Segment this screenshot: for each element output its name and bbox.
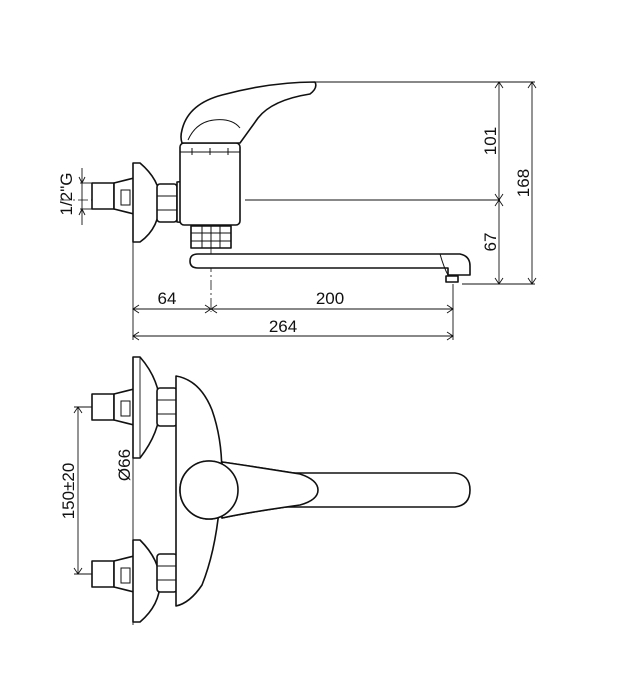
dim-rosette-diameter: Ø66 (115, 449, 134, 481)
lower-inlet-connector (91, 539, 178, 623)
aerator (445, 275, 459, 283)
dim-thread-size: 1/2"G (57, 173, 76, 216)
dim-spout-height: 67 (481, 233, 500, 252)
dim-total-height: 168 (514, 169, 533, 197)
front-view: Ø66 150±20 (59, 356, 471, 625)
wall-rosette (132, 162, 161, 243)
side-view: 101 168 67 1/2"G 64 200 264 (57, 81, 537, 341)
vertical-dimensions (245, 81, 537, 285)
lever-handle (180, 81, 317, 144)
inlet-spacing-dimension (73, 406, 92, 575)
dim-wall-to-axis: 64 (158, 289, 177, 308)
dim-spout-reach: 200 (316, 289, 344, 308)
inlet-connector (91, 177, 135, 215)
dim-inlet-spacing: 150±20 (59, 463, 78, 520)
thread-dimension (78, 168, 92, 225)
union-nut (156, 183, 178, 223)
swivel-nut (190, 225, 232, 249)
dim-total-reach: 264 (269, 317, 297, 336)
spout (189, 253, 471, 276)
upper-inlet-connector (91, 356, 178, 459)
rosette-diameter-dimension (132, 357, 141, 625)
dim-handle-height: 101 (481, 127, 500, 155)
horizontal-dimensions (132, 242, 454, 341)
cartridge-housing (179, 142, 241, 226)
